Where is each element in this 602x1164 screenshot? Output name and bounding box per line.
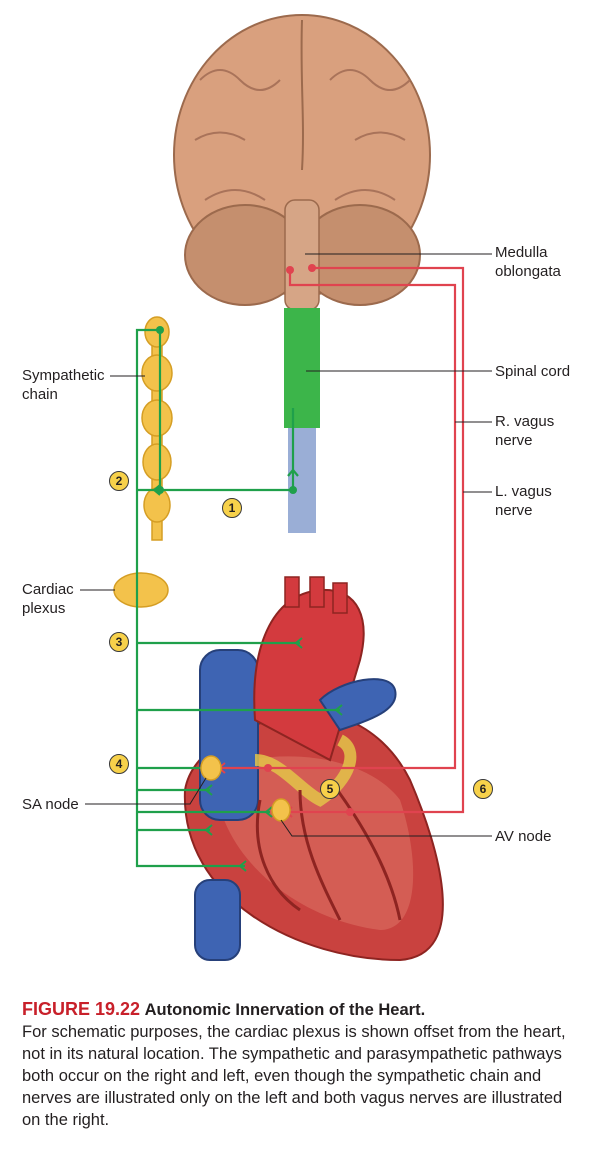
figure-number: FIGURE 19.22 [22,999,141,1019]
spinal-cord-illustration [284,308,320,533]
medulla-oblongata-label: Medulla oblongata [495,244,561,280]
r-vagus-nerve-label: R. vagus nerve [495,413,555,449]
autonomic-heart-diagram [80,14,492,962]
pathway-badge-5: 5 [320,779,340,799]
figure-caption-text: For schematic purposes, the cardiac plex… [22,1023,566,1129]
brain-illustration [173,14,431,311]
av-node-illustration [271,798,291,822]
pathway-badge-1: 1 [222,498,242,518]
figure-caption: FIGURE 19.22 Autonomic Innervation of th… [22,998,582,1131]
sa-node-illustration [200,755,222,781]
spinal-cord-label: Spinal cord [495,363,571,380]
cardiac-plexus-label: Cardiac plexus [22,581,74,617]
pathway-badge-6: 6 [473,779,493,799]
sympathetic-neurons [156,326,297,494]
pathway-badge-4: 4 [109,754,129,774]
pathway-badge-3: 3 [109,632,129,652]
pathway-badge-2: 2 [109,471,129,491]
l-vagus-nerve-label: L. vagus nerve [495,483,552,519]
figure-title: Autonomic Innervation of the Heart. [144,1001,426,1019]
sympathetic-pathway [135,328,340,868]
cardiac-plexus-illustration [113,572,169,608]
parasympathetic-terminals [264,264,354,816]
sa-node-label: SA node [22,796,79,813]
sympathetic-chain-illustration [141,316,173,541]
parasympathetic-pathway [218,266,465,814]
leader-lines [80,253,492,837]
av-node-label: AV node [495,828,552,845]
sympathetic-chain-label: Sympathetic chain [22,367,105,403]
